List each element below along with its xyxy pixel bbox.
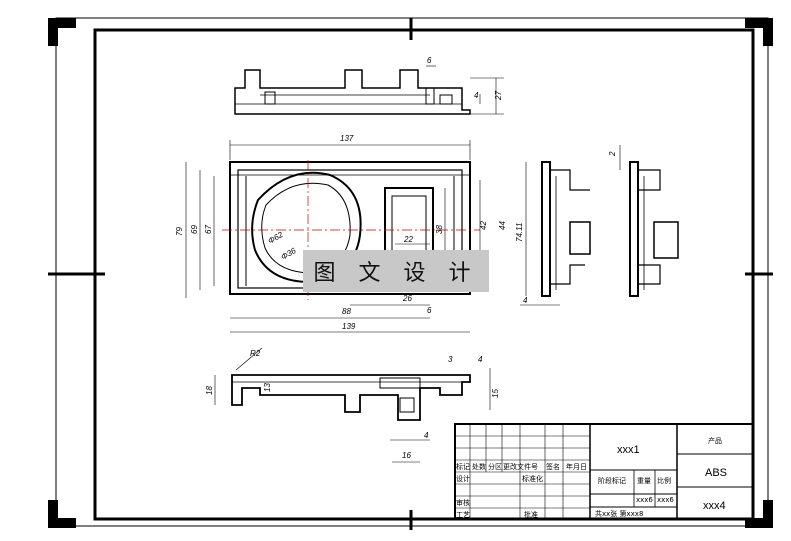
tb-review: 审核 xyxy=(456,498,470,507)
side-view-left xyxy=(541,161,591,297)
tb-weight-value: xxx6 xyxy=(636,496,653,504)
tb-header-zone: 分区 xyxy=(488,462,502,471)
dim-3: 3 xyxy=(448,355,453,364)
tb-header-mark: 标记 xyxy=(456,462,470,471)
tb-header-sign: 签名 xyxy=(546,462,560,471)
tb-material: ABS xyxy=(705,467,727,479)
tb-standard: 标准化 xyxy=(522,474,543,483)
watermark-banner: 图 文 设 计 xyxy=(303,250,489,292)
dim-22: 22 xyxy=(403,235,413,244)
dim-38: 38 xyxy=(435,225,444,234)
dim-74-11: 74.11 xyxy=(515,223,524,242)
tb-design: 设计 xyxy=(456,474,470,483)
bottom-view xyxy=(231,374,471,421)
bottom-view-dims xyxy=(214,347,491,463)
dim-4-bottom-2: 4 xyxy=(424,431,429,440)
dim-15: 15 xyxy=(491,389,500,398)
dim-13: 13 xyxy=(263,383,272,392)
dim-27: 27 xyxy=(494,91,503,101)
side-view-right xyxy=(629,161,679,297)
dim-6-main: 6 xyxy=(427,306,432,315)
dim-4-bottom: 4 xyxy=(478,355,483,364)
dim-6-top: 6 xyxy=(427,56,432,65)
dim-4-side: 4 xyxy=(523,296,528,305)
dim-44: 44 xyxy=(498,221,507,230)
dim-r2: R2 xyxy=(250,349,261,358)
dim-phi62: Φ62 xyxy=(267,230,285,246)
dim-67: 67 xyxy=(204,225,213,234)
tb-scale-value: xxx6 xyxy=(657,496,674,504)
top-view xyxy=(234,69,471,115)
centering-marks xyxy=(48,18,773,530)
dim-79: 79 xyxy=(175,227,184,236)
title-block xyxy=(454,423,754,520)
watermark-text: 图 文 设 计 xyxy=(313,261,479,286)
tb-header-change-doc: 更改文件号 xyxy=(503,462,538,471)
tb-stage-mark: 阶段标记 xyxy=(598,476,626,485)
dim-137: 137 xyxy=(340,134,354,143)
tb-sheet-info: 共xx张 第xxx8 xyxy=(595,509,643,518)
tb-process: 工艺 xyxy=(456,511,470,519)
dim-88: 88 xyxy=(342,307,351,316)
corner-marks xyxy=(48,18,773,528)
tb-product-label: 产品 xyxy=(708,436,722,445)
dim-2: 2 xyxy=(608,151,617,157)
dim-69: 69 xyxy=(190,225,199,234)
dim-26: 26 xyxy=(402,294,412,303)
dim-139: 139 xyxy=(342,322,356,331)
dim-phi36: Φ36 xyxy=(280,246,298,262)
tb-part-name: xxx1 xyxy=(617,444,640,456)
tb-scale: 比例 xyxy=(657,476,671,485)
dim-18: 18 xyxy=(205,386,214,395)
top-view-dims xyxy=(426,65,504,115)
tb-header-date: 年月日 xyxy=(566,462,587,471)
dim-4-top: 4 xyxy=(474,91,479,100)
side-view-dims xyxy=(520,145,621,306)
tb-approve: 批准 xyxy=(524,510,538,519)
tb-drawing-no: xxx4 xyxy=(703,500,726,512)
dim-42: 42 xyxy=(479,221,488,230)
tb-header-count: 处数 xyxy=(472,462,486,471)
tb-weight: 重量 xyxy=(637,477,651,485)
main-view-dims xyxy=(185,140,527,333)
dim-16: 16 xyxy=(402,451,411,460)
